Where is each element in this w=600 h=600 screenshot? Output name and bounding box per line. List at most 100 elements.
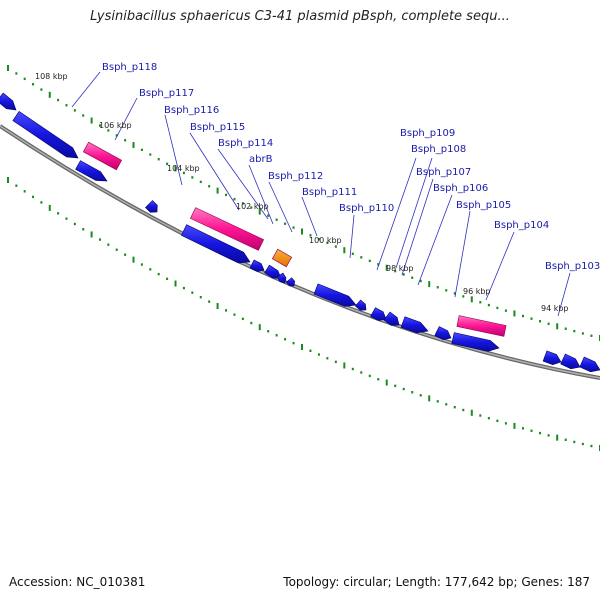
tick-mark — [343, 247, 346, 254]
gene-label-bsph-p107[interactable]: Bsph_p107 — [416, 167, 471, 178]
gene-label-bsph-p106[interactable]: Bsph_p106 — [433, 183, 488, 194]
tick-mark — [564, 327, 567, 330]
gene-arrow[interactable] — [0, 92, 17, 111]
plasmid-backbone — [0, 124, 600, 380]
gene-arrow[interactable] — [354, 299, 367, 311]
leader-line — [164, 114, 183, 186]
pseudogene-box[interactable] — [82, 141, 123, 171]
gene-arrow[interactable] — [579, 356, 600, 373]
gene-label-bsph-p105[interactable]: Bsph_p105 — [456, 200, 511, 211]
scale-label-108: 108 kbp — [35, 72, 68, 81]
tick-mark — [521, 427, 524, 430]
tick-mark — [504, 309, 507, 312]
tick-mark — [556, 323, 559, 330]
gene-label-bsph-p117[interactable]: Bsph_p117 — [139, 88, 194, 99]
tick-mark — [581, 442, 584, 446]
gene-label-bsph-p104[interactable]: Bsph_p104 — [494, 220, 549, 231]
tick-mark — [470, 296, 473, 303]
tick-mark — [258, 208, 261, 215]
gene-arrow[interactable] — [276, 272, 287, 284]
gene-arrow[interactable] — [542, 350, 562, 366]
gene-label-bsph-p114[interactable]: Bsph_p114 — [218, 138, 273, 149]
tick-mark — [15, 184, 18, 187]
tick-mark — [462, 295, 465, 298]
tick-mark — [140, 263, 143, 266]
tick-mark — [419, 394, 422, 397]
tick-mark — [241, 202, 244, 205]
tick-mark — [487, 303, 490, 307]
gene-arrow[interactable] — [249, 259, 265, 272]
gene-label-bsph-p109[interactable]: Bsph_p109 — [400, 128, 455, 139]
tick-mark — [199, 295, 202, 299]
gene-label-bsph-p108[interactable]: Bsph_p108 — [411, 144, 466, 155]
gene-arrow[interactable] — [560, 353, 581, 370]
abrb-box[interactable] — [271, 248, 293, 268]
tick-mark — [90, 231, 93, 238]
gene-arrow[interactable] — [145, 200, 158, 213]
tick-mark — [48, 91, 51, 98]
scale-labels: 108 kbp 106 kbp 104 kbp 102 kbp 100 kbp … — [35, 72, 569, 313]
tick-mark — [115, 134, 118, 137]
tick-mark — [428, 395, 431, 402]
leader-line — [417, 194, 453, 286]
tick-mark — [267, 330, 270, 333]
tick-mark — [166, 162, 169, 166]
tick-mark — [48, 204, 51, 211]
tick-mark — [73, 109, 76, 112]
tick-mark — [351, 367, 354, 371]
pseudogene-box[interactable] — [189, 207, 265, 251]
gene-arrow[interactable] — [264, 264, 282, 279]
gene-label-bsph-p116[interactable]: Bsph_p116 — [164, 105, 219, 116]
tick-mark — [107, 243, 110, 246]
scale-label-94: 94 kbp — [541, 304, 569, 313]
tick-mark — [208, 300, 211, 303]
tick-mark — [292, 341, 295, 345]
tick-mark — [216, 187, 219, 194]
map-title: Lysinibacillus sphaericus C3-41 plasmid … — [90, 9, 510, 24]
tick-mark — [547, 434, 550, 437]
gene-label-bsph-p112[interactable]: Bsph_p112 — [268, 171, 323, 182]
tick-mark — [65, 217, 68, 220]
tick-mark — [301, 228, 303, 235]
leader-line — [301, 196, 318, 237]
gene-arrow[interactable] — [451, 332, 500, 352]
tick-mark — [309, 234, 312, 237]
gene-arrow[interactable] — [383, 311, 400, 326]
scale-label-98: 98 kbp — [386, 264, 414, 273]
gene-label-bsph-p103[interactable]: Bsph_p103 — [545, 261, 600, 272]
gene-arrow[interactable] — [313, 283, 357, 307]
tick-mark — [149, 268, 152, 271]
gene-arrow[interactable] — [285, 277, 296, 287]
tick-mark — [174, 280, 177, 287]
tick-mark — [40, 88, 43, 91]
gene-arrow[interactable] — [12, 110, 79, 159]
tick-mark — [479, 414, 482, 417]
scale-label-96: 96 kbp — [463, 287, 491, 296]
gene-label-bsph-p115[interactable]: Bsph_p115 — [190, 122, 245, 133]
gene-labels[interactable]: Bsph_p118 Bsph_p117 Bsph_p116 Bsph_p115 … — [102, 62, 600, 272]
gene-label-bsph-p118[interactable]: Bsph_p118 — [102, 62, 157, 73]
tick-mark — [394, 269, 397, 273]
tick-mark — [250, 206, 253, 209]
gene-arrow[interactable] — [434, 326, 452, 341]
gene-label-bsph-p111[interactable]: Bsph_p111 — [302, 187, 357, 198]
tick-mark — [82, 114, 85, 117]
gene-label-bsph-p110[interactable]: Bsph_p110 — [339, 203, 394, 214]
tick-mark — [436, 400, 439, 403]
label-leader-lines — [71, 71, 571, 317]
tick-mark — [360, 256, 363, 259]
tick-mark — [351, 252, 354, 256]
tick-mark — [301, 344, 303, 350]
tick-mark — [199, 180, 202, 184]
tick-mark — [191, 291, 194, 294]
tick-mark — [157, 272, 160, 276]
topology-text: Topology: circular; Length: 177,642 bp; … — [283, 575, 590, 589]
gene-arrow[interactable] — [370, 307, 387, 321]
tick-mark — [233, 197, 236, 201]
gene-label-abrb[interactable]: abrB — [249, 154, 273, 165]
gene-arrow[interactable] — [400, 316, 429, 334]
gene-arrow[interactable] — [75, 160, 108, 182]
inner-tick-ring — [7, 177, 600, 451]
pseudogene-box[interactable] — [456, 315, 507, 337]
gene-arrow[interactable] — [180, 224, 251, 264]
